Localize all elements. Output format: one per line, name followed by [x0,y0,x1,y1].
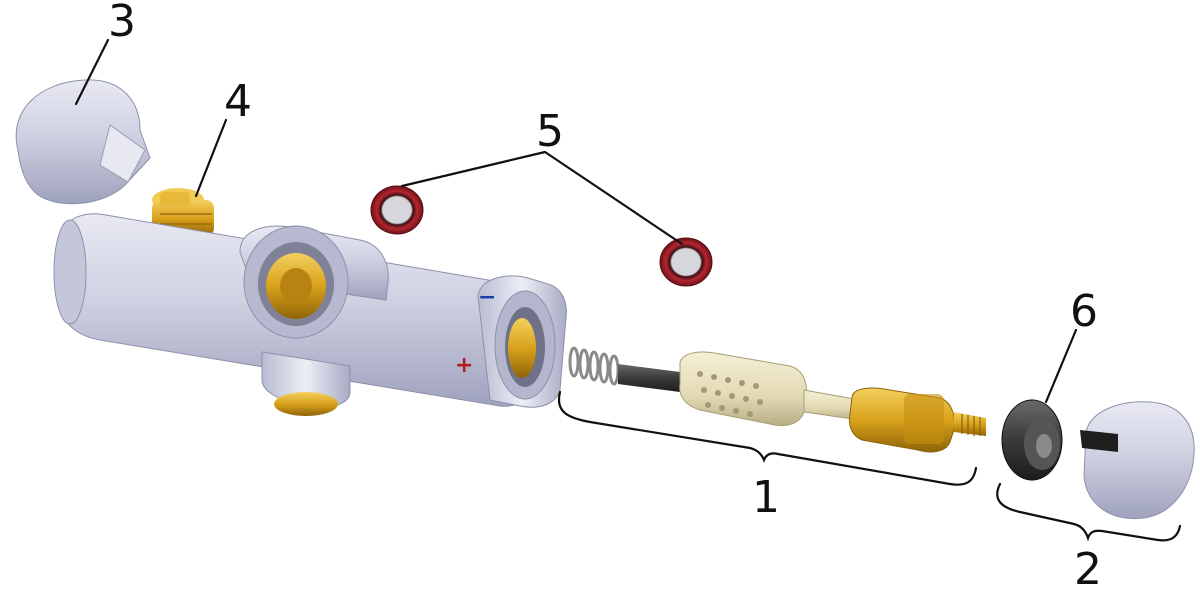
cartridge-spring [568,346,620,386]
callout-label-4: 4 [224,76,252,127]
cold-mark: − [478,285,496,310]
handle-knob-right [1080,401,1195,520]
bracket-2 [996,482,1182,542]
leader-line-6 [1044,328,1078,404]
filter-seal-upper [370,185,424,235]
leader-line-5-upper [400,150,547,188]
leader-line-4 [194,118,228,198]
leader-line-3 [74,38,110,106]
mixer-body [53,213,567,416]
bracket-1 [557,390,978,486]
stop-ring [1001,399,1063,481]
handle-knob-left [15,79,151,205]
thermostatic-cartridge [568,346,986,453]
callout-label-3: 3 [108,0,136,47]
callout-label-2: 2 [1074,544,1102,590]
callout-label-1: 1 [752,472,780,523]
brass-valve-insert [152,188,214,236]
hot-mark: + [455,353,473,378]
filter-seal-lower [659,237,713,287]
leader-line-5-lower [543,150,684,246]
callout-label-5: 5 [536,106,564,157]
callout-label-6: 6 [1070,286,1098,337]
